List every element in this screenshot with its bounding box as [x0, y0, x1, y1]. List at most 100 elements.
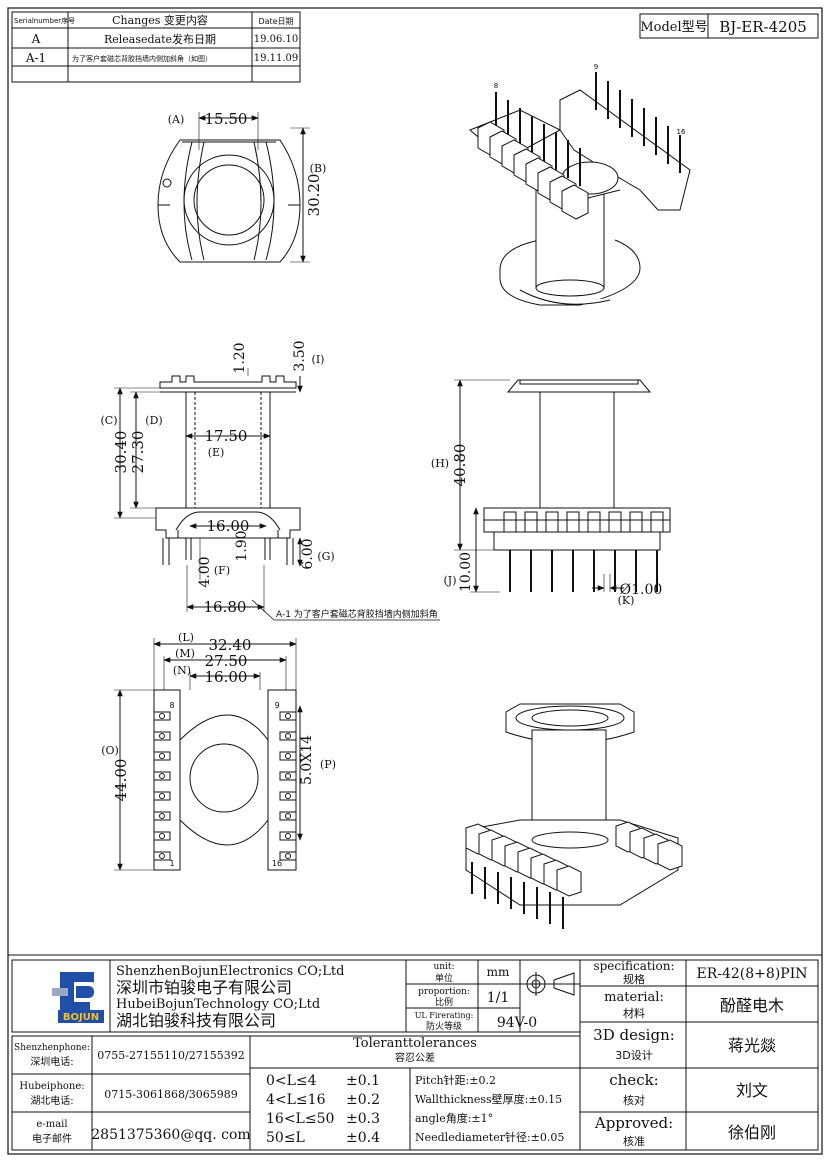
- tolerance-note: Wallthickness壁厚度:±0.15: [415, 1092, 562, 1106]
- material-label-cn: 材料: [623, 1006, 645, 1020]
- rev-date-a: 19.06.10: [254, 34, 299, 45]
- firerating-value: 94V-0: [497, 1015, 537, 1031]
- bottom-slot-left: [154, 811, 171, 821]
- sz-phone-value: 0755-27155110/27155392: [97, 1049, 244, 1062]
- email-label-cn: 电子邮件: [32, 1132, 72, 1145]
- bottom-pin-left: [159, 853, 165, 859]
- label-h: (H): [431, 457, 449, 470]
- design-label-cn: 3D设计: [615, 1049, 652, 1062]
- bottom-pin-right: [285, 773, 291, 779]
- pin-9-iso: 9: [594, 63, 598, 71]
- company-cn-shenzhen: 深圳市铂骏电子有限公司: [116, 978, 292, 997]
- dim-pin-diameter: Ø1.00: [620, 582, 663, 598]
- spec-label-cn: 规格: [623, 972, 645, 986]
- bottom-pin-right: [285, 813, 291, 819]
- bottom-slot-right: [279, 771, 296, 781]
- bottom-slot-left: [154, 791, 171, 801]
- iso-bottom-slot-right: [657, 839, 683, 871]
- iso-view-bottom: [465, 703, 679, 906]
- spec-label: specification:: [593, 959, 674, 973]
- label-k: (K): [618, 594, 635, 607]
- side-pin-slot: [650, 511, 664, 533]
- bottom-slot-left: [154, 831, 171, 841]
- company-logo: BOJUN: [52, 972, 104, 1023]
- bottom-slot-right: [279, 791, 296, 801]
- tolerance-range: 16<L≤50: [266, 1111, 334, 1127]
- side-view-pins: [503, 511, 664, 592]
- front-view: [155, 375, 301, 565]
- check-label: check:: [609, 1071, 658, 1089]
- pin-1-bottom: 1: [169, 859, 174, 868]
- design-label: 3D design:: [593, 1026, 675, 1044]
- rev-change-a: Releasedate发布日期: [104, 32, 216, 46]
- side-view-dims: 40.80 (H) 10.00 (J) Ø1.00 (K): [431, 379, 663, 607]
- bottom-slot-right: [279, 751, 296, 761]
- unit-value: mm: [487, 965, 510, 979]
- dim-1-90: 1.90: [234, 530, 250, 561]
- bottom-pin-left: [159, 813, 165, 819]
- top-view: [157, 139, 301, 263]
- dim-6-00: 6.00: [300, 538, 316, 569]
- proportion-label: proportion:: [418, 987, 470, 997]
- company-cn-hubei: 湖北铂骏科技有限公司: [116, 1011, 276, 1030]
- dim-16-00-front: 16.00: [207, 517, 250, 535]
- iso-top-labels: 8 9 16: [494, 63, 686, 136]
- model-label: Model型号: [640, 20, 707, 35]
- approved-label: Approved:: [594, 1114, 673, 1132]
- rev-serial-a1: A-1: [25, 51, 46, 65]
- rev-header-date: Date日期: [258, 17, 293, 26]
- dim-5x14: 5.0X14: [299, 735, 315, 785]
- side-pin-slot: [545, 511, 559, 533]
- label-l: (L): [178, 631, 194, 644]
- proportion-label-cn: 比例: [435, 996, 453, 1008]
- label-j: (J): [444, 574, 457, 587]
- bottom-slot-right: [279, 711, 296, 721]
- dim-40-80: 40.80: [451, 444, 469, 487]
- model-box: Model型号 BJ-ER-4205: [639, 13, 819, 39]
- title-block: BOJUN ShenzhenBojunElectronics CO;Ltd 深圳…: [8, 954, 822, 1151]
- tolerance-title-cn: 容忍公差: [395, 1051, 435, 1064]
- tolerance-range: 4<L≤16: [266, 1092, 326, 1108]
- tolerance-rows: 0<L≤4±0.14<L≤16±0.216<L≤50±0.350≤L±0.4: [266, 1073, 380, 1146]
- iso-top-slot: [561, 184, 589, 220]
- side-pin-slot: [524, 511, 538, 533]
- label-f: (F): [214, 564, 230, 577]
- label-c: (C): [101, 414, 118, 427]
- company-en-shenzhen: ShenzhenBojunElectronics CO;Ltd: [116, 964, 344, 979]
- projection-symbol: [524, 972, 575, 996]
- pin-16-iso: 16: [677, 128, 686, 136]
- pin-16-bottom: 16: [272, 859, 282, 868]
- side-pin-slot: [629, 511, 643, 533]
- bottom-view: [153, 689, 297, 871]
- bottom-pin-right: [285, 833, 291, 839]
- tolerance-title: Toleranttolerances: [353, 1036, 477, 1051]
- dim-30-40: 30.40: [112, 431, 130, 474]
- bottom-pin-right: [285, 713, 291, 719]
- approved-value: 徐伯刚: [728, 1123, 776, 1142]
- label-a: (A): [168, 113, 185, 126]
- front-view-dims: 1.20 3.50 (I) 30.40 (C) 27.30 (D) 17.50 …: [101, 340, 440, 621]
- check-label-cn: 核对: [623, 1093, 645, 1107]
- tolerance-range: 50≤L: [266, 1130, 305, 1146]
- side-pin-slot: [566, 511, 580, 533]
- label-g: (G): [317, 550, 334, 563]
- rev-date-a1: 19.11.09: [254, 53, 299, 64]
- dim-1-20: 1.20: [232, 342, 248, 373]
- iso-bottom-pins: [471, 862, 564, 929]
- sz-phone-label-cn: 深圳电话:: [30, 1055, 73, 1068]
- tolerance-note: Needlediameter针径:±0.05: [415, 1130, 564, 1144]
- dim-16-00-bottom: 16.00: [205, 668, 248, 686]
- material-value: 酚醛电木: [720, 996, 784, 1015]
- label-e: (E): [208, 446, 225, 459]
- label-m: (M): [175, 647, 195, 660]
- tolerance-range: 0<L≤4: [266, 1073, 317, 1089]
- tolerance-note: Pitch针距:±0.2: [415, 1073, 496, 1087]
- unit-label-cn: 单位: [435, 972, 453, 984]
- bottom-pin-left: [159, 773, 165, 779]
- rev-change-a1: 为了客户套磁芯背胶挡墙内侧加斜角（如图）: [72, 54, 212, 63]
- design-value: 蒋光燚: [728, 1036, 776, 1055]
- side-pin-slot: [587, 511, 601, 533]
- dim-16-80: 16.80: [204, 598, 247, 616]
- tolerance-value: ±0.1: [346, 1073, 380, 1089]
